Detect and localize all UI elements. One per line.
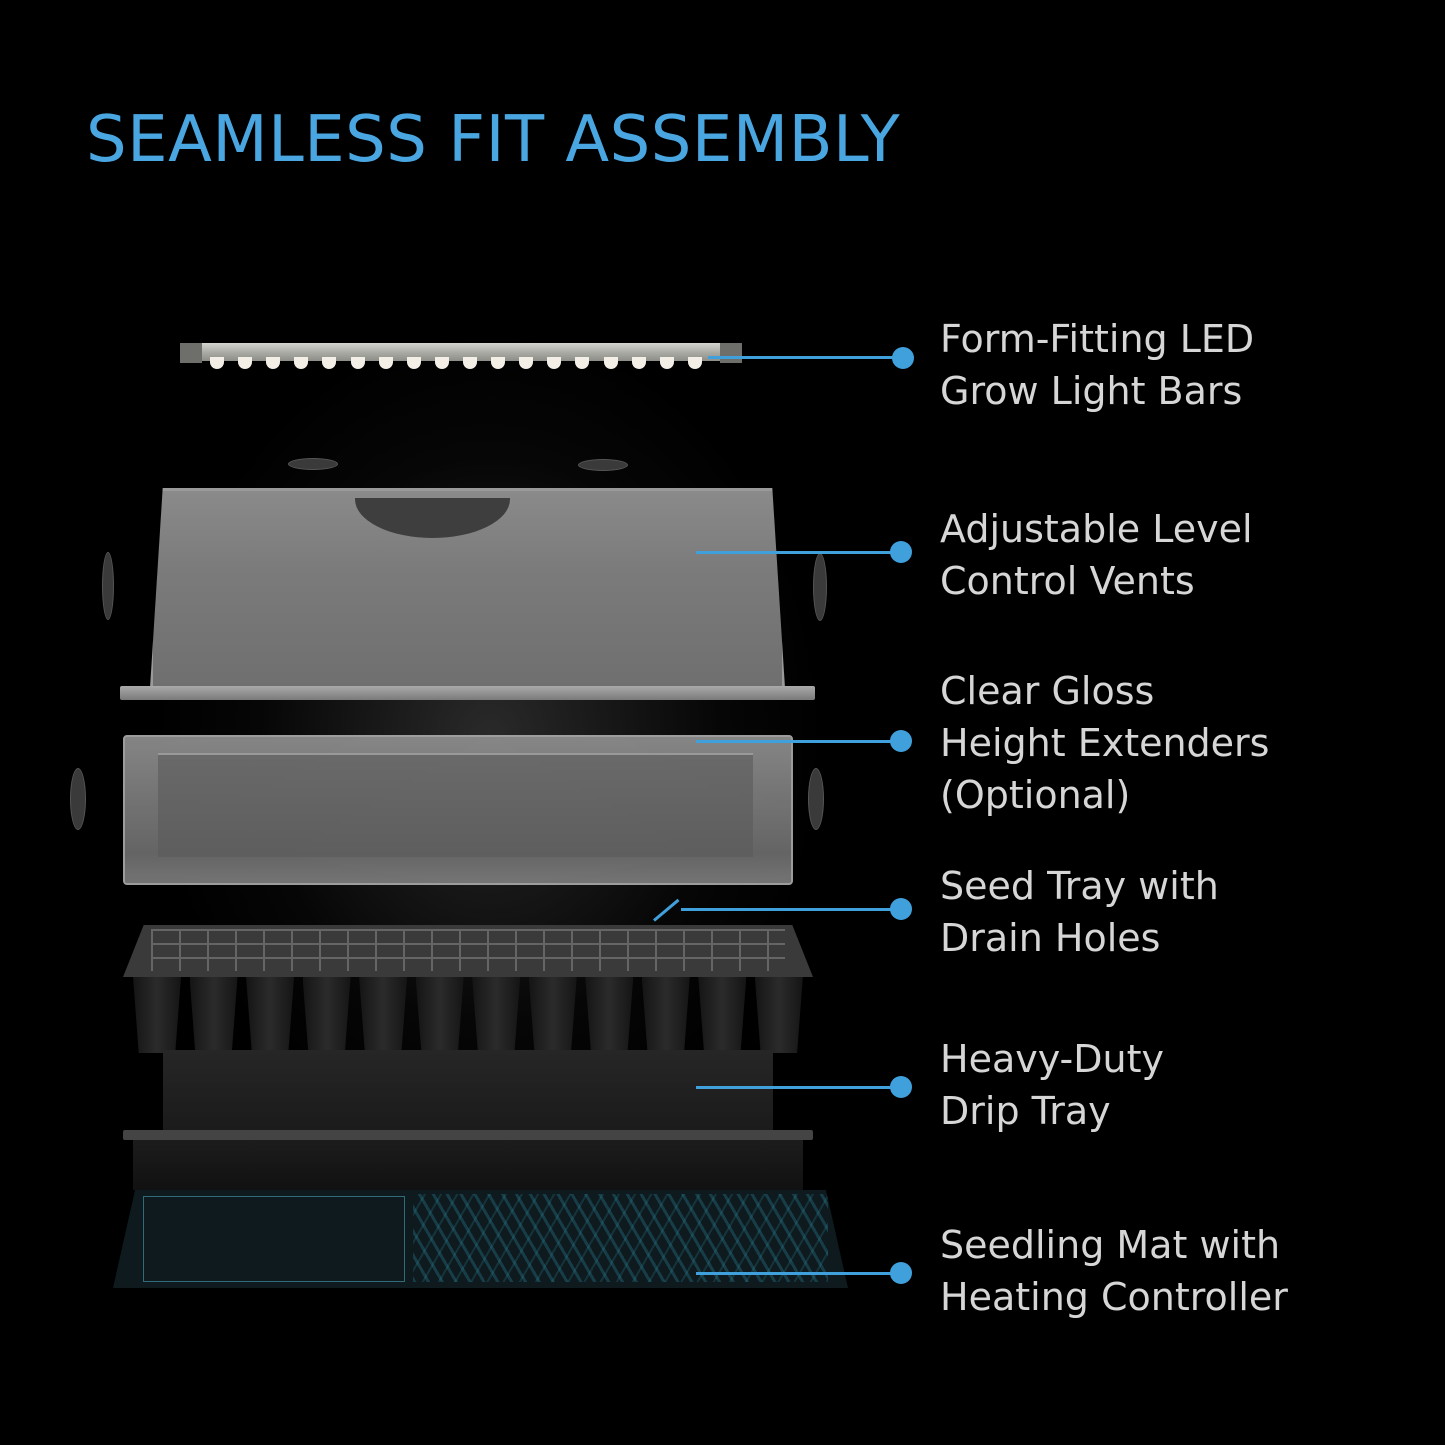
callout-dot-led [892, 347, 914, 369]
heat-mat-info-panel [143, 1196, 405, 1282]
callout-line-mat [696, 1272, 902, 1275]
callout-label-drip-tray: Heavy-Duty Drip Tray [940, 1033, 1164, 1137]
label-line: Grow Light Bars [940, 369, 1243, 413]
callout-label-extenders: Clear Gloss Height Extenders (Optional) [940, 665, 1269, 821]
callout-line-vents [696, 551, 902, 554]
led-end-cap-right [720, 343, 742, 363]
label-line: Seedling Mat with [940, 1223, 1281, 1267]
seed-tray-cells [133, 977, 803, 1053]
vent-top-left-icon [288, 458, 338, 470]
humidity-dome [120, 488, 815, 700]
height-extender [118, 735, 793, 885]
callout-dot-mat [890, 1262, 912, 1284]
extender-inner [158, 753, 753, 857]
label-line: Adjustable Level [940, 507, 1253, 551]
label-line: Seed Tray with [940, 864, 1219, 908]
callout-dot-extenders [890, 730, 912, 752]
callout-dot-seed-tray [890, 898, 912, 920]
label-line: Control Vents [940, 559, 1195, 603]
led-bulbs [210, 357, 702, 369]
vent-dome-left-icon [102, 552, 114, 620]
drip-tray-side [133, 1140, 803, 1190]
vent-top-right-icon [578, 459, 628, 471]
label-line: Height Extenders [940, 721, 1270, 765]
callout-line-drip-tray [696, 1086, 902, 1089]
label-line: Drain Holes [940, 916, 1161, 960]
callout-line-seed-tray [681, 908, 902, 911]
label-line: Clear Gloss [940, 669, 1155, 713]
drip-tray-inner [163, 1050, 773, 1136]
callout-label-mat: Seedling Mat with Heating Controller [940, 1219, 1288, 1323]
page-title: SEAMLESS FIT ASSEMBLY [86, 103, 901, 177]
vent-extender-right-icon [808, 768, 824, 830]
label-line: Heavy-Duty [940, 1037, 1164, 1081]
label-line: Form-Fitting LED [940, 317, 1255, 361]
dome-base [120, 686, 815, 700]
callout-label-led: Form-Fitting LED Grow Light Bars [940, 313, 1254, 417]
label-line: Drip Tray [940, 1089, 1111, 1133]
callout-line-led [708, 356, 902, 359]
drip-tray [123, 1050, 813, 1190]
seed-tray-cells-grid [151, 929, 785, 971]
drip-tray-rim [123, 1130, 813, 1140]
callout-label-seed-tray: Seed Tray with Drain Holes [940, 860, 1219, 964]
led-end-cap-left [180, 343, 202, 363]
heat-mat-leaf-pattern [413, 1194, 828, 1282]
vent-extender-left-icon [70, 768, 86, 830]
callout-line-extenders [696, 740, 902, 743]
seed-tray [123, 925, 813, 1055]
label-line: Heating Controller [940, 1275, 1288, 1319]
led-light-bar [180, 343, 742, 369]
label-line: (Optional) [940, 773, 1131, 817]
vent-dome-right-icon [813, 553, 827, 621]
led-rail [180, 343, 742, 361]
seedling-heat-mat [113, 1190, 848, 1288]
callout-dot-vents [890, 541, 912, 563]
callout-label-vents: Adjustable Level Control Vents [940, 503, 1253, 607]
callout-dot-drip-tray [890, 1076, 912, 1098]
